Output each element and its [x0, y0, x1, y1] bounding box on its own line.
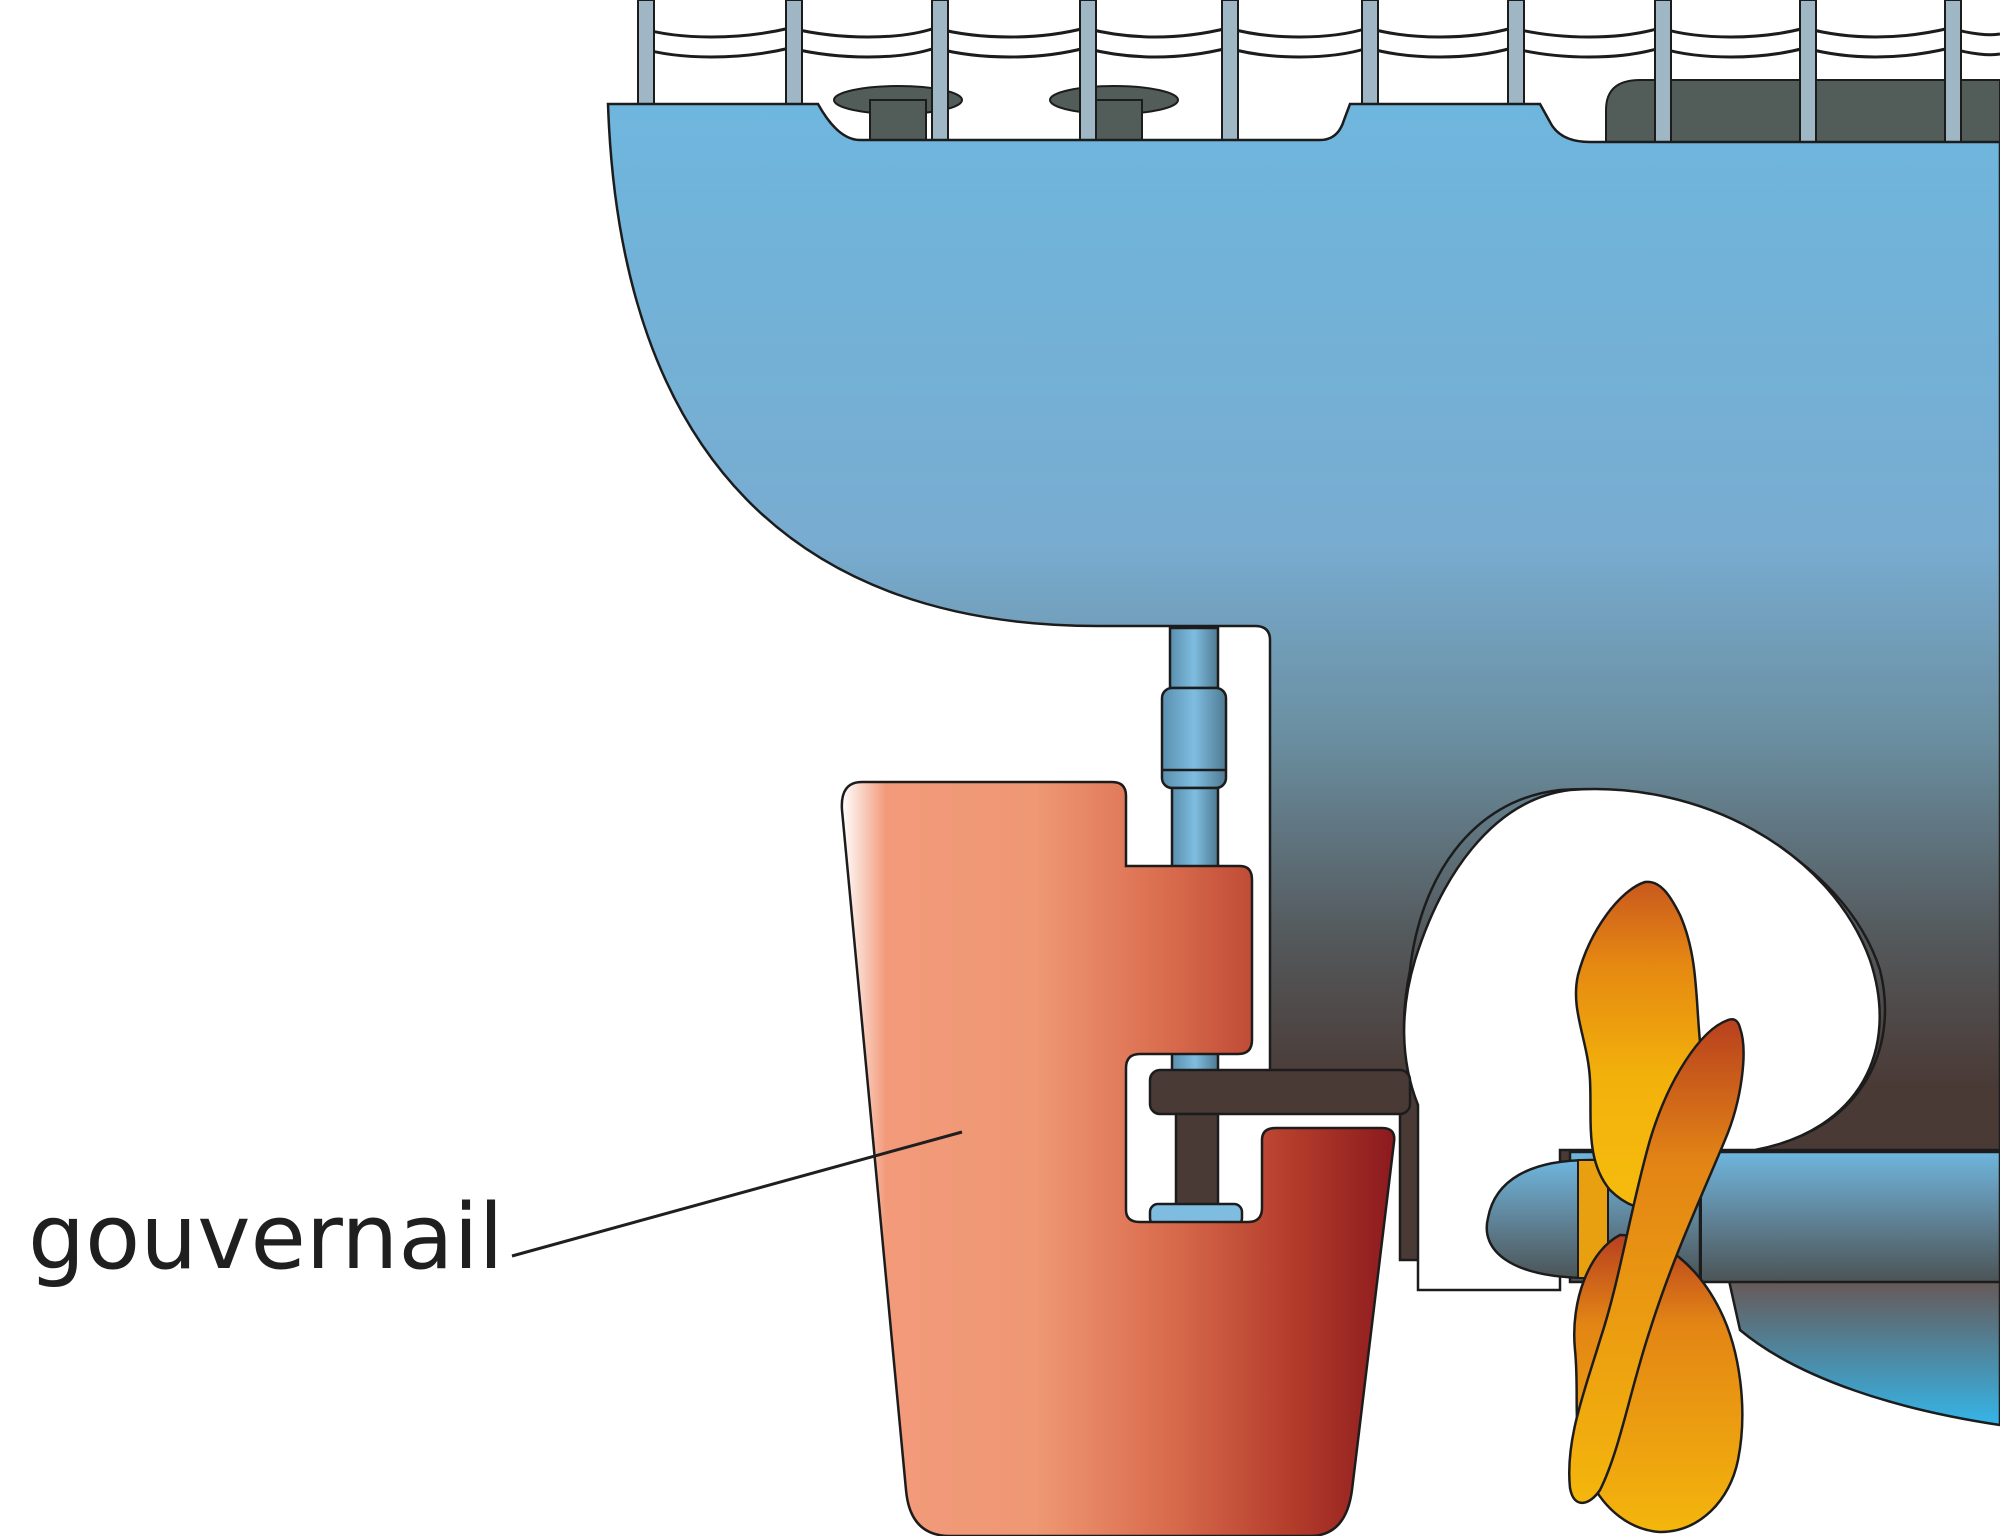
propeller-icon — [1568, 880, 1745, 1534]
leader-line — [511, 1130, 963, 1258]
label-gouvernail: gouvernail — [28, 1185, 504, 1290]
rudder-callout: gouvernail — [28, 1130, 963, 1290]
deck-railing-icon — [637, 0, 2000, 145]
